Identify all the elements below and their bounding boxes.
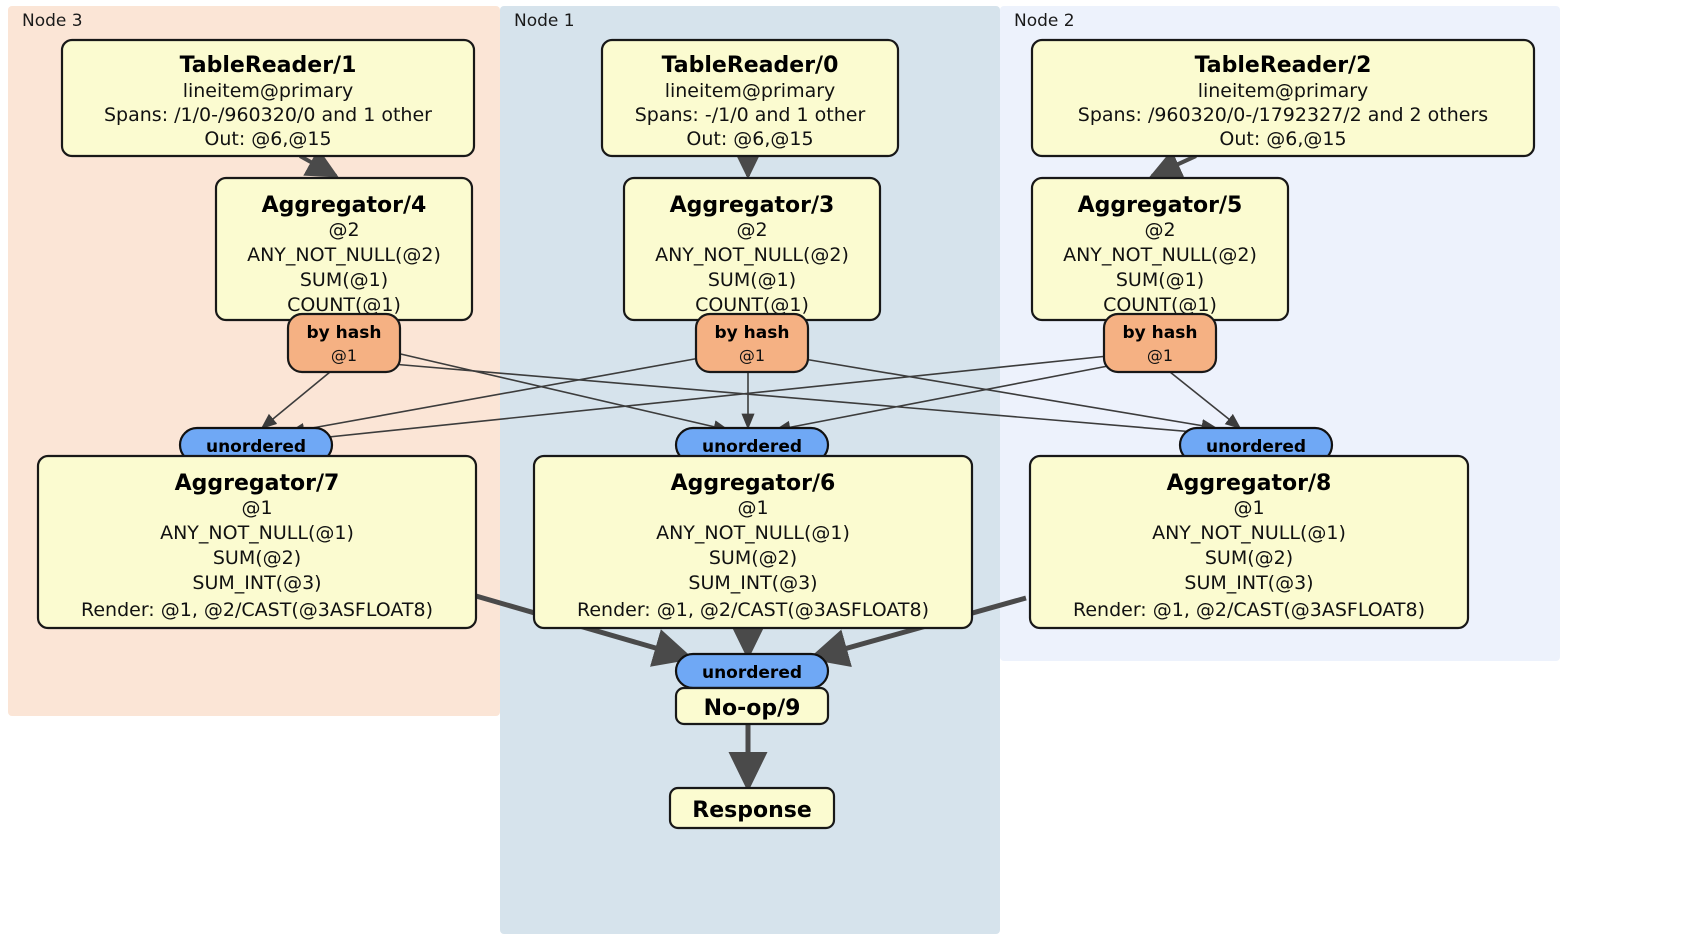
edge-reader1-to-agg4 bbox=[299, 148, 339, 178]
edge-hash-left-to-unordered-center bbox=[391, 351, 730, 434]
by-hash-center-sub: @1 bbox=[739, 346, 765, 365]
edge-hash-center-to-unordered-right bbox=[797, 357, 1218, 433]
edge-hash-left-to-unordered-right bbox=[391, 363, 1220, 440]
aggregator-8-title: Aggregator/8 bbox=[1167, 471, 1332, 496]
aggregator-3-line-1: ANY_NOT_NULL(@2) bbox=[655, 244, 849, 266]
panel-label-node3: Node 3 bbox=[22, 11, 83, 31]
aggregator-4-line-1: ANY_NOT_NULL(@2) bbox=[247, 244, 441, 266]
aggregator-3-line-3: COUNT(@1) bbox=[695, 294, 809, 316]
badge-unordered-final[interactable]: unordered bbox=[674, 652, 830, 690]
node-aggregator-6[interactable]: Aggregator/6 @1 ANY_NOT_NULL(@1) SUM(@2)… bbox=[532, 454, 974, 630]
by-hash-center-title: by hash bbox=[715, 323, 790, 343]
by-hash-right-title: by hash bbox=[1123, 323, 1198, 343]
tablereader-0-title: TableReader/0 bbox=[662, 53, 839, 78]
aggregator-6-line-0: @1 bbox=[737, 497, 768, 519]
aggregator-7-line-3: SUM_INT(@3) bbox=[192, 572, 321, 594]
by-hash-left-sub: @1 bbox=[331, 346, 357, 365]
aggregator-7-line-0: @1 bbox=[241, 497, 272, 519]
aggregator-7-line-4: Render: @1, @2/CAST(@3ASFLOAT8) bbox=[81, 599, 433, 621]
tablereader-2-line-2: Out: @6,@15 bbox=[1219, 128, 1346, 150]
aggregator-7-title: Aggregator/7 bbox=[175, 471, 340, 496]
aggregator-4-line-0: @2 bbox=[328, 219, 359, 241]
aggregator-6-line-3: SUM_INT(@3) bbox=[688, 572, 817, 594]
aggregator-6-line-2: SUM(@2) bbox=[709, 547, 797, 569]
router-by-hash-right[interactable]: by hash @1 bbox=[1102, 312, 1218, 374]
tablereader-0-line-2: Out: @6,@15 bbox=[686, 128, 813, 150]
aggregator-5-line-2: SUM(@1) bbox=[1116, 269, 1204, 291]
tablereader-0-line-0: lineitem@primary bbox=[665, 80, 836, 102]
aggregator-8-line-0: @1 bbox=[1233, 497, 1264, 519]
aggregator-8-line-2: SUM(@2) bbox=[1205, 547, 1293, 569]
node-tablereader-0[interactable]: TableReader/0 lineitem@primary Spans: -/… bbox=[600, 38, 900, 158]
badge-unordered-left[interactable]: unordered bbox=[178, 426, 334, 464]
node-tablereader-1[interactable]: TableReader/1 lineitem@primary Spans: /1… bbox=[60, 38, 476, 158]
aggregator-7-line-1: ANY_NOT_NULL(@1) bbox=[160, 522, 354, 544]
aggregator-3-title: Aggregator/3 bbox=[670, 193, 835, 218]
aggregator-7-line-2: SUM(@2) bbox=[213, 547, 301, 569]
node-aggregator-7[interactable]: Aggregator/7 @1 ANY_NOT_NULL(@1) SUM(@2)… bbox=[36, 454, 478, 630]
aggregator-3-line-2: SUM(@1) bbox=[708, 269, 796, 291]
panel-label-node2: Node 2 bbox=[1014, 11, 1075, 31]
by-hash-left-title: by hash bbox=[307, 323, 382, 343]
aggregator-8-line-1: ANY_NOT_NULL(@1) bbox=[1152, 522, 1346, 544]
tablereader-1-line-0: lineitem@primary bbox=[183, 80, 354, 102]
unordered-final-label: unordered bbox=[702, 663, 802, 683]
edge-hash-right-to-unordered-center bbox=[774, 365, 1109, 434]
node-response[interactable]: Response bbox=[668, 786, 836, 830]
tablereader-2-line-0: lineitem@primary bbox=[1198, 80, 1369, 102]
aggregator-4-title: Aggregator/4 bbox=[262, 193, 427, 218]
aggregator-5-title: Aggregator/5 bbox=[1078, 193, 1243, 218]
edge-hash-right-to-unordered-right bbox=[1169, 371, 1242, 429]
aggregator-4-line-2: SUM(@1) bbox=[300, 269, 388, 291]
aggregator-8-line-4: Render: @1, @2/CAST(@3ASFLOAT8) bbox=[1073, 599, 1425, 621]
response-title: Response bbox=[692, 798, 812, 823]
by-hash-right-sub: @1 bbox=[1147, 346, 1173, 365]
aggregator-6-title: Aggregator/6 bbox=[671, 471, 836, 496]
tablereader-2-line-1: Spans: /960320/0-/1792327/2 and 2 others bbox=[1078, 104, 1488, 126]
aggregator-5-line-0: @2 bbox=[1144, 219, 1175, 241]
node-no-op-9[interactable]: No-op/9 bbox=[674, 686, 830, 726]
node-aggregator-3[interactable]: Aggregator/3 @2 ANY_NOT_NULL(@2) SUM(@1)… bbox=[622, 176, 882, 322]
router-by-hash-center[interactable]: by hash @1 bbox=[694, 312, 810, 374]
node-aggregator-8[interactable]: Aggregator/8 @1 ANY_NOT_NULL(@1) SUM(@2)… bbox=[1028, 454, 1470, 630]
no-op-9-title: No-op/9 bbox=[704, 696, 801, 721]
tablereader-0-line-1: Spans: -/1/0 and 1 other bbox=[635, 104, 866, 126]
aggregator-6-line-4: Render: @1, @2/CAST(@3ASFLOAT8) bbox=[577, 599, 929, 621]
panel-label-node1: Node 1 bbox=[514, 11, 575, 31]
badge-unordered-center[interactable]: unordered bbox=[674, 426, 830, 464]
edge-hash-center-to-unordered-left bbox=[288, 357, 701, 436]
aggregator-5-line-1: ANY_NOT_NULL(@2) bbox=[1063, 244, 1257, 266]
edge-hash-left-to-unordered-left bbox=[260, 371, 331, 430]
unordered-center-label: unordered bbox=[702, 437, 802, 457]
aggregator-8-line-3: SUM_INT(@3) bbox=[1184, 572, 1313, 594]
node-aggregator-5[interactable]: Aggregator/5 @2 ANY_NOT_NULL(@2) SUM(@1)… bbox=[1030, 176, 1290, 322]
aggregator-4-line-3: COUNT(@1) bbox=[287, 294, 401, 316]
tablereader-1-line-1: Spans: /1/0-/960320/0 and 1 other bbox=[104, 104, 432, 126]
edge-hash-right-to-unordered-left bbox=[298, 355, 1109, 446]
tablereader-2-title: TableReader/2 bbox=[1195, 53, 1372, 78]
tablereader-1-line-2: Out: @6,@15 bbox=[204, 128, 331, 150]
router-by-hash-left[interactable]: by hash @1 bbox=[286, 312, 402, 374]
aggregator-6-line-1: ANY_NOT_NULL(@1) bbox=[656, 522, 850, 544]
aggregator-5-line-3: COUNT(@1) bbox=[1103, 294, 1217, 316]
node-tablereader-2[interactable]: TableReader/2 lineitem@primary Spans: /9… bbox=[1030, 38, 1536, 158]
edge-reader2-to-agg5 bbox=[1149, 149, 1197, 179]
unordered-right-label: unordered bbox=[1206, 437, 1306, 457]
unordered-left-label: unordered bbox=[206, 437, 306, 457]
aggregator-3-line-0: @2 bbox=[736, 219, 767, 241]
tablereader-1-title: TableReader/1 bbox=[180, 53, 357, 78]
node-aggregator-4[interactable]: Aggregator/4 @2 ANY_NOT_NULL(@2) SUM(@1)… bbox=[214, 176, 474, 322]
